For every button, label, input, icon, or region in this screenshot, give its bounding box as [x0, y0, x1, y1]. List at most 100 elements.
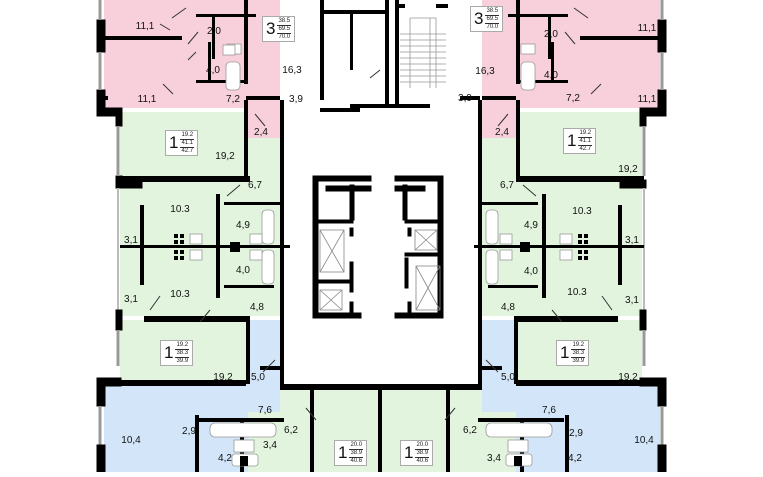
room-area: 4,9 — [236, 220, 250, 231]
room-area: 19,2 — [215, 151, 235, 162]
room-area: 3,1 — [625, 295, 639, 306]
elevator-cabins — [319, 229, 441, 311]
room-area: 3,4 — [263, 440, 277, 451]
room-count: 3 — [474, 9, 484, 28]
room-area: 7,2 — [566, 93, 580, 104]
living-area: 38.5 — [485, 7, 500, 16]
room-count: 1 — [164, 343, 174, 362]
room-area: 2,0 — [544, 29, 558, 40]
living-area: 19.2 — [578, 129, 593, 138]
total-area-balcony: 40.6 — [350, 457, 363, 464]
room-count: 1 — [567, 131, 577, 150]
door-swings — [149, 7, 613, 421]
interior-walls — [104, 0, 660, 472]
room-area: 2,4 — [254, 127, 268, 138]
room-area: 7,2 — [226, 94, 240, 105]
room-area: 11,1 — [637, 94, 657, 105]
living-area: 20.0 — [415, 441, 430, 450]
room-area: 19,2 — [618, 372, 638, 383]
core-hall — [280, 108, 482, 388]
room-area: 10,4 — [634, 435, 654, 446]
total-area: 38.9 — [349, 449, 364, 458]
room-area: 4,0 — [524, 266, 538, 277]
total-area: 38.3 — [175, 349, 190, 358]
room-area: 3,1 — [124, 235, 138, 246]
room-count: 1 — [404, 443, 414, 462]
room-area: 2,9 — [182, 426, 196, 437]
room-area: 3,9 — [458, 93, 472, 104]
room-area: 4,0 — [206, 65, 220, 76]
total-area: 38.3 — [571, 349, 586, 358]
room-area: 6,7 — [248, 180, 262, 191]
elevator-block — [312, 175, 444, 319]
room-area: 10.3 — [567, 287, 587, 298]
total-area-balcony: 70.0 — [486, 23, 499, 30]
room-area: 4,9 — [524, 220, 538, 231]
total-area-balcony: 39.9 — [176, 357, 189, 364]
room-area: 7,6 — [258, 405, 272, 416]
room-area: 3,1 — [124, 294, 138, 305]
room-area: 19,2 — [618, 164, 638, 175]
room-area: 5,0 — [501, 372, 515, 383]
total-area-balcony: 40.6 — [416, 457, 429, 464]
room-area: 4,2 — [568, 453, 582, 464]
three-room-apartment-top-left — [104, 0, 280, 138]
room-area: 2,0 — [207, 26, 221, 37]
living-area: 38.5 — [277, 17, 292, 26]
room-area: 10.3 — [170, 289, 190, 300]
stove-icons — [174, 234, 588, 466]
room-count: 1 — [169, 133, 179, 152]
room-area: 6,7 — [500, 180, 514, 191]
total-area-balcony: 70.0 — [278, 33, 291, 40]
room-area: 10.3 — [572, 206, 592, 217]
total-area: 41.1 — [180, 139, 195, 148]
room-area: 3,4 — [487, 453, 501, 464]
room-area: 2,4 — [495, 127, 509, 138]
total-area-balcony: 42.7 — [579, 145, 592, 152]
room-area: 16,3 — [475, 66, 495, 77]
room-area: 19,2 — [213, 372, 233, 383]
room-count: 3 — [266, 19, 276, 38]
total-area-balcony: 42.7 — [181, 147, 194, 154]
room-area: 10,4 — [121, 435, 141, 446]
living-area: 20.0 — [349, 441, 364, 450]
living-area: 19.2 — [175, 341, 190, 350]
room-area: 6,2 — [463, 425, 477, 436]
room-area: 4,0 — [544, 70, 558, 81]
room-area: 11,1 — [637, 23, 657, 34]
room-area: 4,2 — [218, 453, 232, 464]
walls — [96, 0, 667, 473]
total-area: 69.5 — [485, 15, 500, 24]
staircase — [400, 17, 446, 88]
living-area: 19.2 — [571, 341, 586, 350]
room-area: 2,9 — [569, 428, 583, 439]
total-area: 69.5 — [277, 25, 292, 34]
room-area: 4,0 — [236, 265, 250, 276]
room-area: 4,8 — [250, 302, 264, 313]
room-area: 5,0 — [251, 372, 265, 383]
room-area: 11,1 — [135, 21, 155, 32]
total-area: 38.9 — [415, 449, 430, 458]
room-area: 6,2 — [284, 425, 298, 436]
room-area: 10.3 — [170, 204, 190, 215]
total-area: 41.1 — [578, 137, 593, 146]
three-room-apartment-top-right — [482, 0, 660, 138]
room-area: 3,9 — [289, 94, 303, 105]
room-count: 1 — [338, 443, 348, 462]
room-area: 3,1 — [625, 235, 639, 246]
room-area: 4,8 — [501, 302, 515, 313]
stair-core — [320, 0, 480, 108]
total-area-balcony: 39.9 — [572, 357, 585, 364]
room-count: 1 — [560, 343, 570, 362]
room-area: 16,3 — [282, 65, 302, 76]
